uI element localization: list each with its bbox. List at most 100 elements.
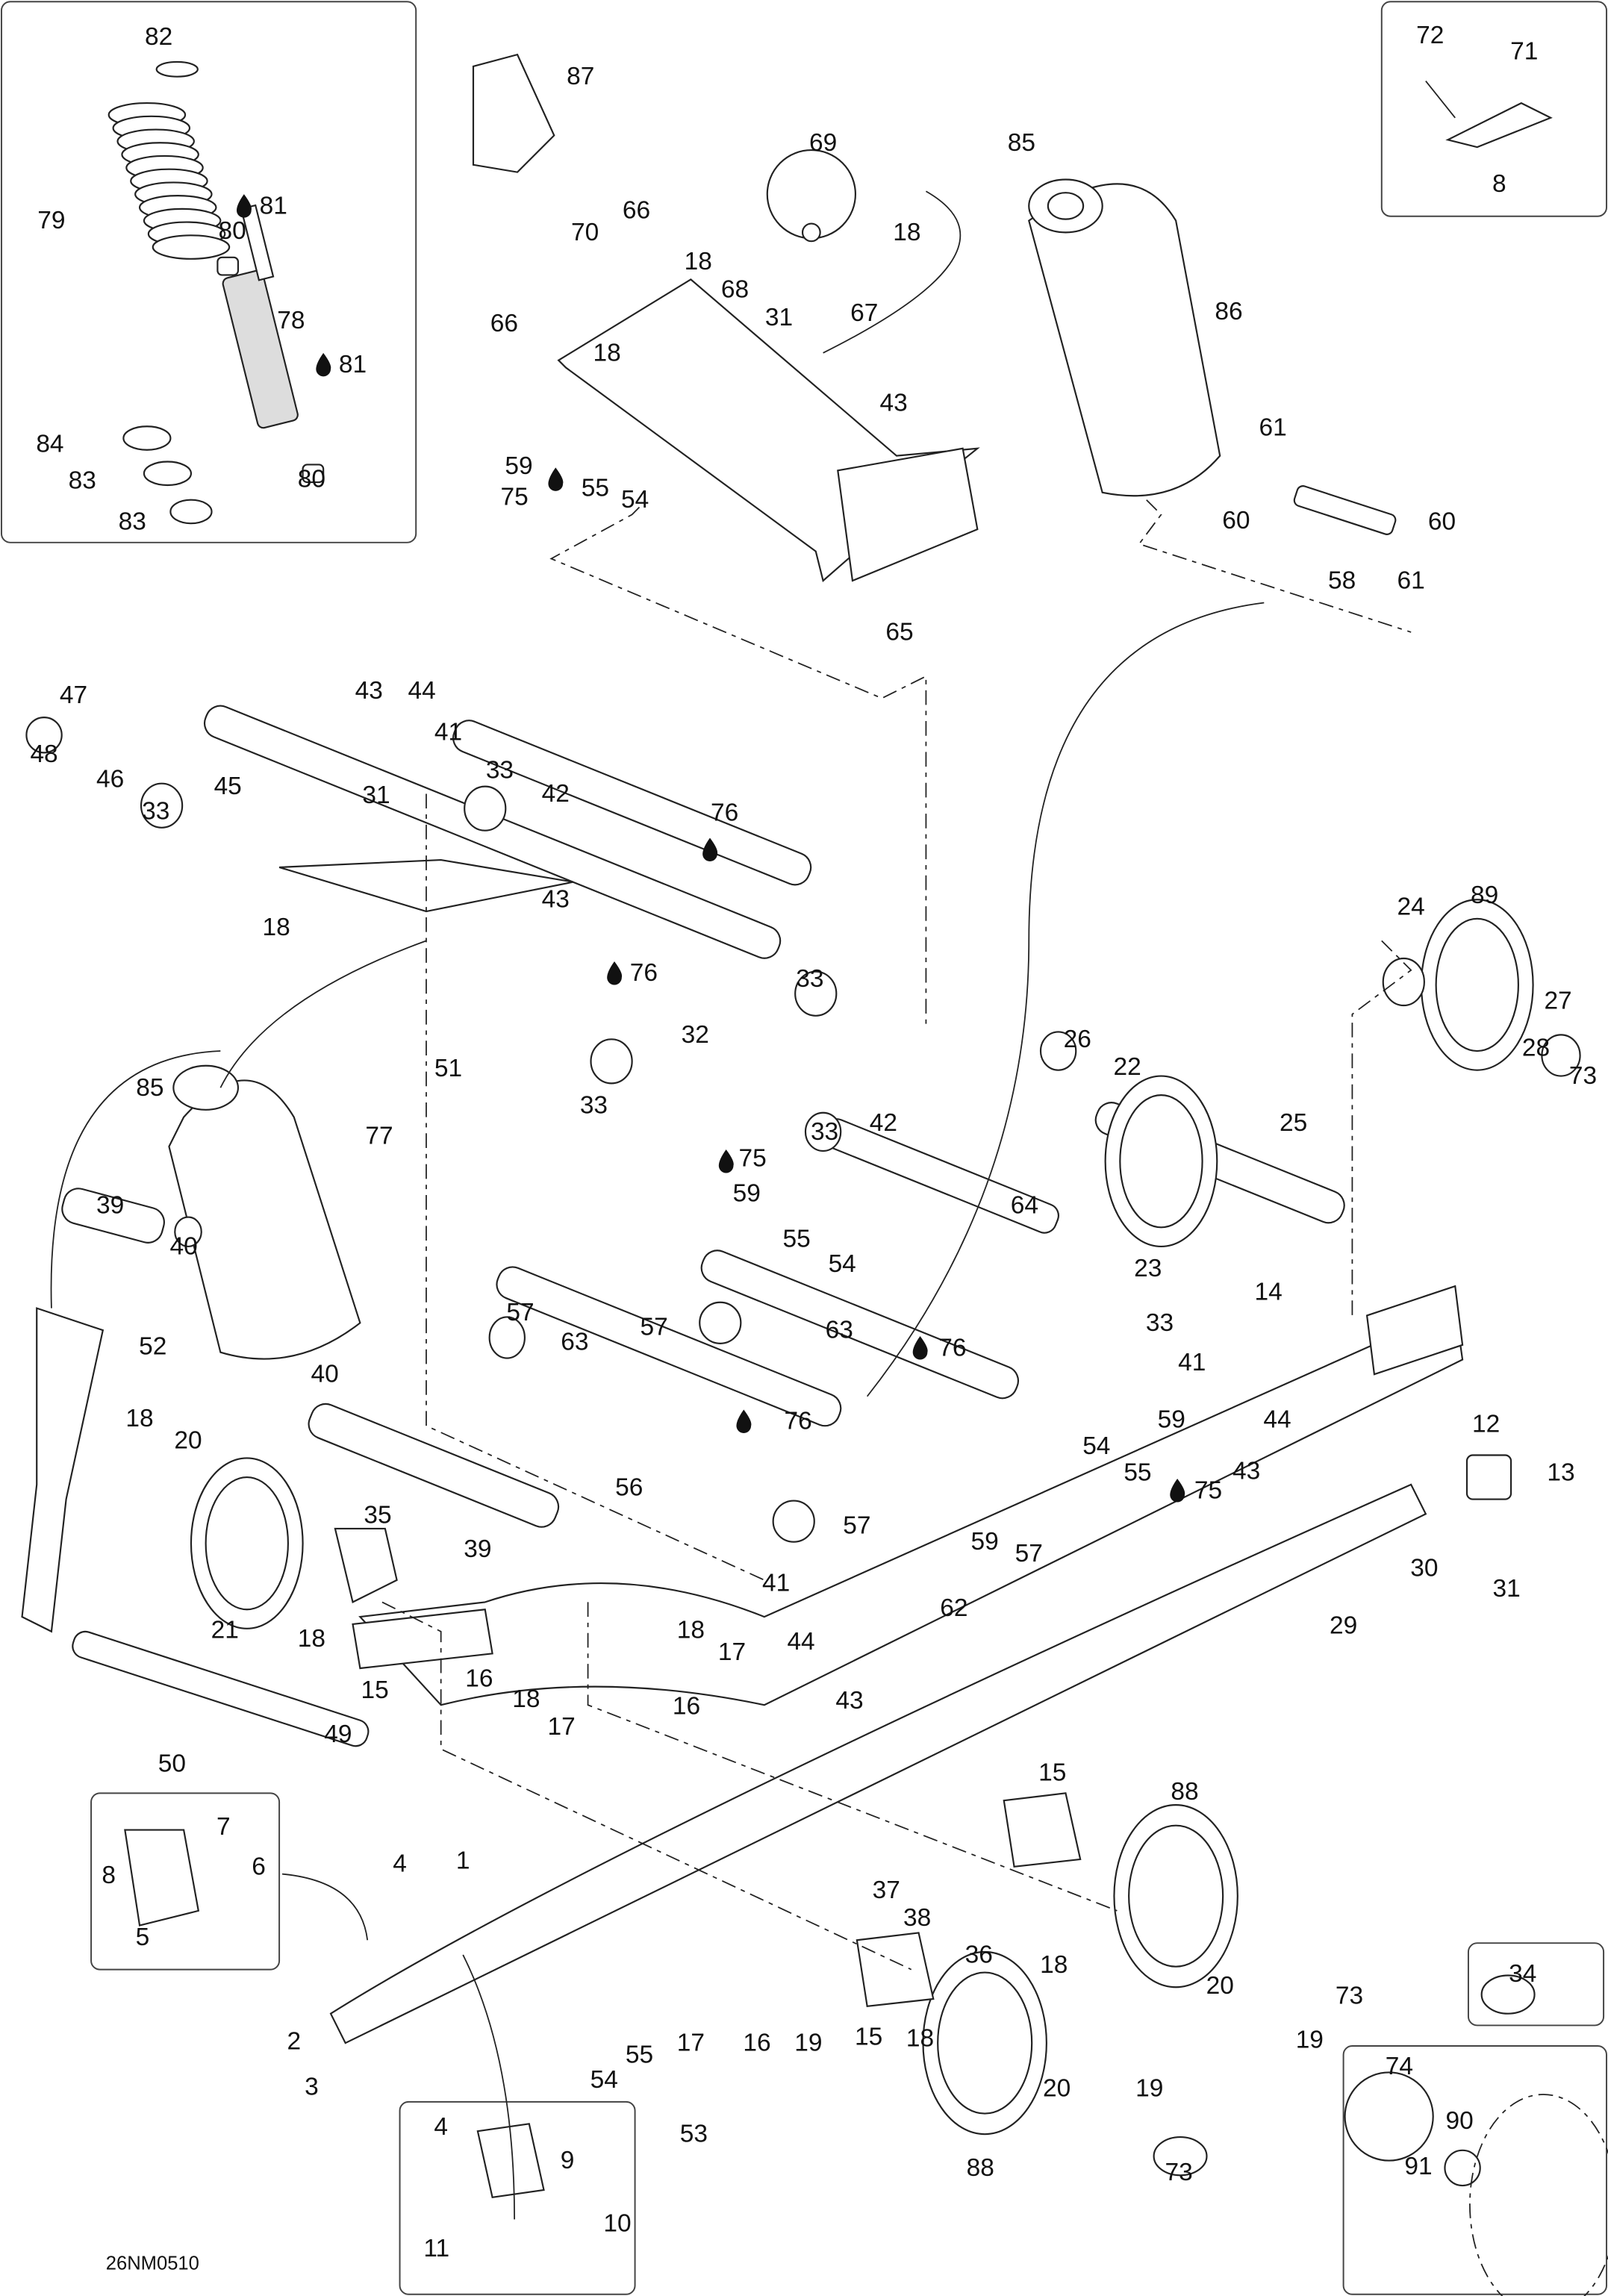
callout-60: 60 — [1222, 507, 1250, 534]
link-52 — [21, 1307, 105, 1633]
callout-24: 24 — [1397, 893, 1425, 921]
callout-8: 8 — [1492, 170, 1506, 198]
callout-21: 21 — [211, 1616, 239, 1644]
callout-63: 63 — [826, 1317, 853, 1344]
callout-43: 43 — [355, 677, 383, 705]
callout-33: 33 — [796, 965, 823, 993]
inset-grease-fitting-34 — [1467, 1942, 1605, 2027]
callout-18: 18 — [906, 2025, 934, 2053]
callout-59: 59 — [733, 1180, 761, 1208]
callout-2: 2 — [287, 2028, 301, 2056]
callout-65: 65 — [885, 618, 913, 646]
callout-72: 72 — [1416, 22, 1444, 49]
callout-73: 73 — [1569, 1062, 1597, 1090]
callout-83: 83 — [119, 508, 146, 536]
callout-43: 43 — [879, 389, 907, 417]
callout-32: 32 — [682, 1021, 709, 1049]
callout-69: 69 — [809, 129, 837, 157]
callout-36: 36 — [965, 1941, 993, 1968]
callout-66: 66 — [623, 196, 650, 224]
callout-33: 33 — [1146, 1309, 1174, 1337]
lubricant-drop-icon — [736, 1409, 752, 1433]
callout-73: 73 — [1165, 2159, 1192, 2186]
callout-63: 63 — [561, 1328, 588, 1356]
callout-80: 80 — [298, 466, 325, 493]
callout-80: 80 — [218, 217, 246, 245]
callout-30: 30 — [1410, 1555, 1438, 1582]
callout-86: 86 — [1215, 298, 1242, 325]
callout-84: 84 — [36, 430, 63, 458]
callout-70: 70 — [571, 219, 599, 246]
lubricant-drop-icon — [1170, 1479, 1185, 1503]
callout-4: 4 — [434, 2113, 448, 2141]
callout-91: 91 — [1404, 2153, 1432, 2180]
callout-19: 19 — [1135, 2075, 1163, 2103]
callout-83: 83 — [69, 467, 96, 495]
callout-67: 67 — [850, 299, 878, 327]
callout-59: 59 — [505, 452, 532, 480]
callout-33: 33 — [580, 1091, 608, 1119]
wheel-88-left — [922, 1950, 1047, 2136]
callout-31: 31 — [765, 304, 793, 331]
callout-18: 18 — [677, 1616, 705, 1644]
callout-39: 39 — [96, 1191, 124, 1219]
sleeve-87 — [472, 53, 555, 173]
lubricant-drop-icon — [236, 194, 252, 218]
callout-61: 61 — [1259, 414, 1286, 442]
callout-54: 54 — [590, 2066, 618, 2094]
callout-18: 18 — [593, 339, 621, 366]
callout-8: 8 — [102, 1862, 116, 1889]
lubricant-drop-icon — [702, 837, 718, 862]
callout-28: 28 — [1522, 1035, 1550, 1062]
callout-16: 16 — [673, 1693, 700, 1721]
callout-33: 33 — [811, 1118, 838, 1146]
callout-75: 75 — [501, 483, 529, 511]
lubricant-drop-icon — [316, 352, 331, 377]
callout-54: 54 — [829, 1250, 856, 1278]
shaft-49 — [72, 1630, 370, 1747]
callout-81: 81 — [339, 351, 367, 378]
callout-3: 3 — [305, 2074, 319, 2101]
slide-rail-left — [329, 1307, 1464, 2044]
callout-5: 5 — [136, 1924, 150, 1951]
wheel-23 — [1104, 1075, 1218, 1248]
callout-4: 4 — [393, 1850, 407, 1877]
callout-33: 33 — [486, 756, 514, 784]
callout-47: 47 — [60, 681, 87, 709]
callout-41: 41 — [434, 718, 462, 746]
callout-76: 76 — [785, 1408, 812, 1435]
callout-25: 25 — [1280, 1109, 1307, 1137]
callout-76: 76 — [938, 1334, 966, 1361]
callout-54: 54 — [621, 486, 649, 514]
callout-62: 62 — [940, 1594, 967, 1622]
inset-part-5 — [90, 1792, 281, 1971]
callout-40: 40 — [311, 1361, 339, 1388]
callout-48: 48 — [30, 740, 57, 768]
lubricant-drop-icon — [718, 1149, 734, 1173]
callout-11: 11 — [423, 2235, 449, 2262]
shock-spring-79 — [107, 60, 299, 429]
callout-46: 46 — [96, 765, 124, 793]
diagram-code: 26NM0510 — [106, 2253, 199, 2274]
callout-34: 34 — [1509, 1960, 1536, 1988]
shaft-58 — [1293, 485, 1397, 535]
callout-44: 44 — [1263, 1406, 1291, 1434]
callout-49: 49 — [324, 1721, 352, 1748]
callout-79: 79 — [37, 207, 65, 234]
callout-57: 57 — [506, 1299, 534, 1326]
callout-66: 66 — [490, 310, 518, 337]
rear-arm-32 — [25, 705, 838, 1085]
callout-29: 29 — [1330, 1612, 1357, 1639]
callout-60: 60 — [1428, 508, 1456, 536]
bracket-15a — [334, 1527, 398, 1603]
callout-41: 41 — [1178, 1349, 1206, 1376]
axle-35 — [308, 1403, 560, 1528]
callout-16: 16 — [465, 1665, 493, 1692]
callout-59: 59 — [971, 1528, 999, 1556]
callout-18: 18 — [263, 914, 290, 941]
shock-absorber-86 — [1028, 178, 1221, 497]
callout-1: 1 — [456, 1847, 470, 1874]
callout-20: 20 — [1043, 2075, 1071, 2103]
